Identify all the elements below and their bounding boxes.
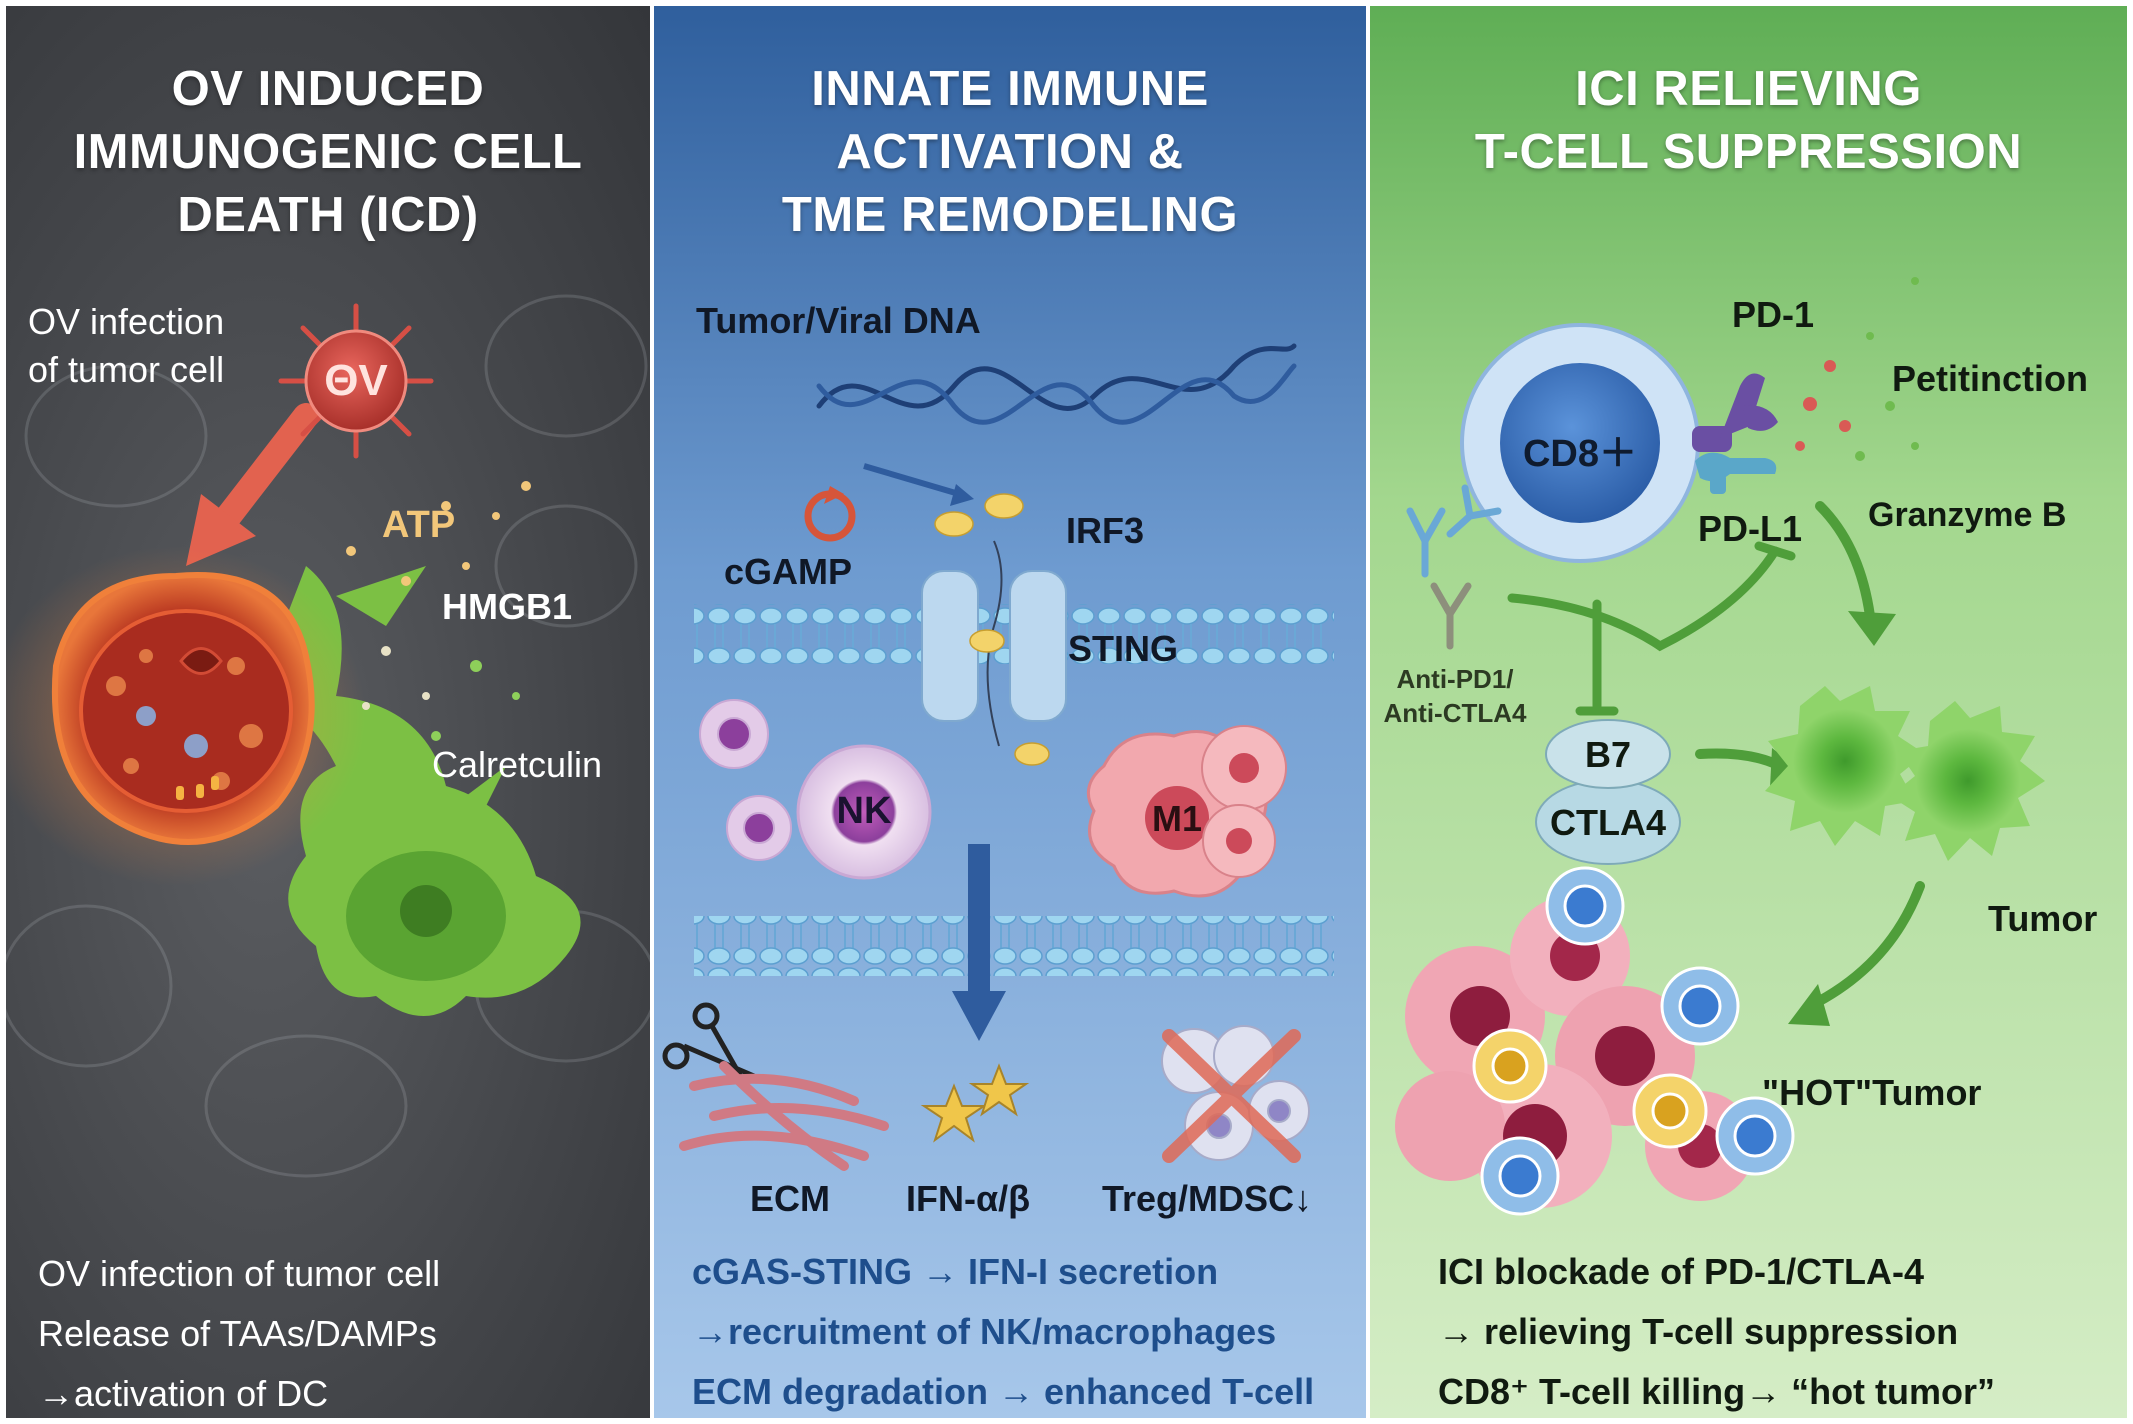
virus-label: ΘV bbox=[324, 356, 388, 405]
footer-line: ECM degradation → enhanced T-cell bbox=[692, 1371, 1315, 1412]
nk-label: NK bbox=[836, 790, 892, 832]
panel-2-footer: cGAS-STING → IFN-I secretion →recruitmen… bbox=[692, 1242, 1314, 1418]
hot-tumor-cluster bbox=[1395, 866, 1795, 1216]
panel-1-footer: OV infection of tumor cell Release of TA… bbox=[38, 1244, 440, 1418]
ici-illustration bbox=[1395, 277, 2045, 1216]
footer-line: CD8⁺ T-cell killing→ “hot tumor” bbox=[1438, 1371, 1996, 1412]
m1-macrophage bbox=[1086, 725, 1287, 898]
ecm-fibers bbox=[679, 1061, 889, 1171]
title-line: IMMUNOGENIC CELL bbox=[73, 125, 583, 179]
ecm-label: ECM bbox=[750, 1178, 830, 1219]
title-line: OV INDUCED bbox=[171, 62, 485, 116]
irf3-label: IRF3 bbox=[1066, 510, 1145, 551]
pd1-label: PD-1 bbox=[1732, 294, 1815, 335]
nk-cell bbox=[796, 744, 932, 880]
b7-ctla4-complex bbox=[1535, 719, 1681, 865]
title-line: INNATE IMMUNE bbox=[811, 62, 1209, 116]
panel-2-title: INNATE IMMUNE ACTIVATION & TME REMODELIN… bbox=[654, 58, 1366, 247]
hmgb1-particles bbox=[362, 646, 430, 710]
footer-line: →activation of DC bbox=[38, 1373, 329, 1414]
granzyme-label: Granzyme B bbox=[1868, 496, 2067, 534]
hmgb1-label: HMGB1 bbox=[442, 586, 573, 627]
icd-illustration bbox=[6, 294, 650, 1178]
reduced-cross-icon bbox=[1162, 1029, 1301, 1163]
footer-line: ICI blockade of PD-1/CTLA-4 bbox=[1438, 1251, 1925, 1292]
atp-particles bbox=[346, 481, 531, 586]
panel-3-title: ICI RELIEVING T-CELL SUPPRESSION bbox=[1370, 58, 2127, 184]
sting-channel bbox=[921, 540, 1067, 747]
panel-1-title: OV INDUCED IMMUNOGENIC CELL DEATH (ICD) bbox=[6, 58, 650, 247]
sting-label: STING bbox=[1068, 628, 1179, 669]
dying-tumor-cell bbox=[51, 572, 315, 845]
immune-cell bbox=[699, 699, 792, 861]
dna-label: Tumor/Viral DNA bbox=[696, 300, 981, 341]
atp-label: ATP bbox=[382, 504, 456, 546]
title-line: ACTIVATION & bbox=[836, 125, 1184, 179]
treg-mdsc-label: Treg/MDSC↓ bbox=[1102, 1178, 1313, 1219]
anti-label: Anti-PD1/ Anti-CTLA4 bbox=[1383, 664, 1527, 728]
lower-membrane bbox=[694, 916, 1334, 976]
title-line: DEATH (ICD) bbox=[177, 188, 479, 242]
dna-helix-icon bbox=[816, 343, 1297, 425]
antibody-icon bbox=[1406, 484, 1502, 650]
ifn-label: IFN-α/β bbox=[906, 1178, 1031, 1219]
panel-icd: OV INDUCED IMMUNOGENIC CELL DEATH (ICD) … bbox=[6, 6, 650, 1418]
cgamp-label: cGAMP bbox=[724, 551, 853, 592]
infection-arrow bbox=[186, 403, 319, 566]
inhibition-arrows bbox=[1507, 541, 1796, 716]
panel-ici: ICI RELIEVING T-CELL SUPPRESSION CD8＋ PD… bbox=[1370, 6, 2127, 1418]
pd1-receptor-icon bbox=[1692, 373, 1778, 452]
title-line: ICI RELIEVING bbox=[1575, 62, 1922, 116]
cd8-t-cell bbox=[1460, 323, 1700, 563]
cd8-label: CD8＋ bbox=[1522, 433, 1638, 475]
pdl1-ligand-icon bbox=[1695, 452, 1777, 494]
panel-3-footer: ICI blockade of PD-1/CTLA-4 → relieving … bbox=[1438, 1242, 1995, 1418]
granule-particles bbox=[1795, 277, 1919, 461]
footer-line: → relieving T-cell suppression bbox=[1438, 1311, 1959, 1352]
innate-illustration bbox=[662, 343, 1334, 1171]
footer-line: cGAS-STING → IFN-I secretion bbox=[692, 1251, 1219, 1292]
title-line: TME REMODELING bbox=[781, 188, 1239, 242]
ifn-icon bbox=[920, 1063, 1030, 1143]
ctla4-label: CTLA4 bbox=[1550, 802, 1666, 843]
oncolytic-virus-icon bbox=[278, 303, 434, 459]
title-line: T-CELL SUPPRESSION bbox=[1474, 125, 2023, 179]
pdl1-label: PD-L1 bbox=[1698, 508, 1803, 549]
petitinction-label: Petitinction bbox=[1892, 358, 2088, 399]
footer-line: →recruitment of NK/macrophages bbox=[692, 1311, 1277, 1352]
dna-to-sting-arrow bbox=[863, 463, 974, 506]
panel-innate-immune: INNATE IMMUNE ACTIVATION & TME REMODELIN… bbox=[654, 6, 1366, 1418]
m1-label: M1 bbox=[1151, 798, 1202, 839]
tumor-cells bbox=[1765, 686, 2045, 861]
hot-tumor-label: "HOT"Tumor bbox=[1762, 1072, 1982, 1113]
calreticulin-particles bbox=[431, 660, 520, 741]
footer-line: Release of TAAs/DAMPs bbox=[38, 1313, 437, 1354]
footer-line: OV infection of tumor cell bbox=[38, 1253, 441, 1294]
tumor-label: Tumor bbox=[1988, 898, 2098, 939]
cgamp-icon bbox=[804, 486, 856, 542]
calreticulin-label: Calretculin bbox=[432, 744, 603, 785]
irf3-molecules bbox=[934, 493, 1050, 766]
signal-down-arrow bbox=[952, 844, 1006, 1041]
b7-label: B7 bbox=[1584, 734, 1632, 775]
infection-label: OV infection of tumor cell bbox=[28, 301, 225, 390]
